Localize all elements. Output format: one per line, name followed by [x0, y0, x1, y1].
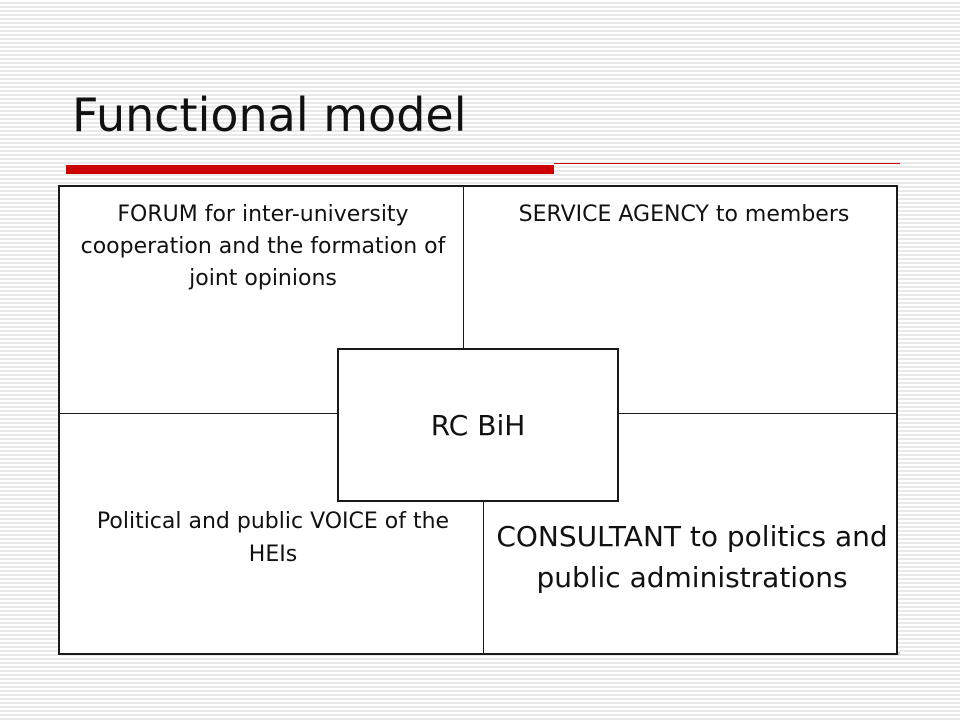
- center-label: RC BiH: [430, 408, 526, 442]
- quadrant-top-right-text: SERVICE AGENCY to members: [518, 202, 850, 227]
- quadrant-bottom-right-text: CONSULTANT to politics and public admini…: [496, 520, 888, 594]
- quadrant-top-left: FORUM for inter-university cooperation a…: [70, 199, 456, 295]
- quadrant-top-left-text: FORUM for inter-university cooperation a…: [80, 202, 446, 291]
- quadrant-bottom-left: Political and public VOICE of the HEIs: [70, 505, 476, 571]
- grid-vertical-divider-top: [463, 187, 464, 413]
- quadrant-top-right: SERVICE AGENCY to members: [470, 199, 898, 231]
- title-underline-thin: [554, 163, 900, 164]
- slide-title: Functional model: [72, 88, 467, 142]
- title-underline-thick: [66, 165, 554, 174]
- grid-vertical-divider-bottom: [483, 413, 484, 655]
- center-box: RC BiH: [337, 348, 619, 502]
- quadrant-bottom-right: CONSULTANT to politics and public admini…: [490, 517, 894, 598]
- quadrant-bottom-left-text: Political and public VOICE of the HEIs: [96, 509, 450, 567]
